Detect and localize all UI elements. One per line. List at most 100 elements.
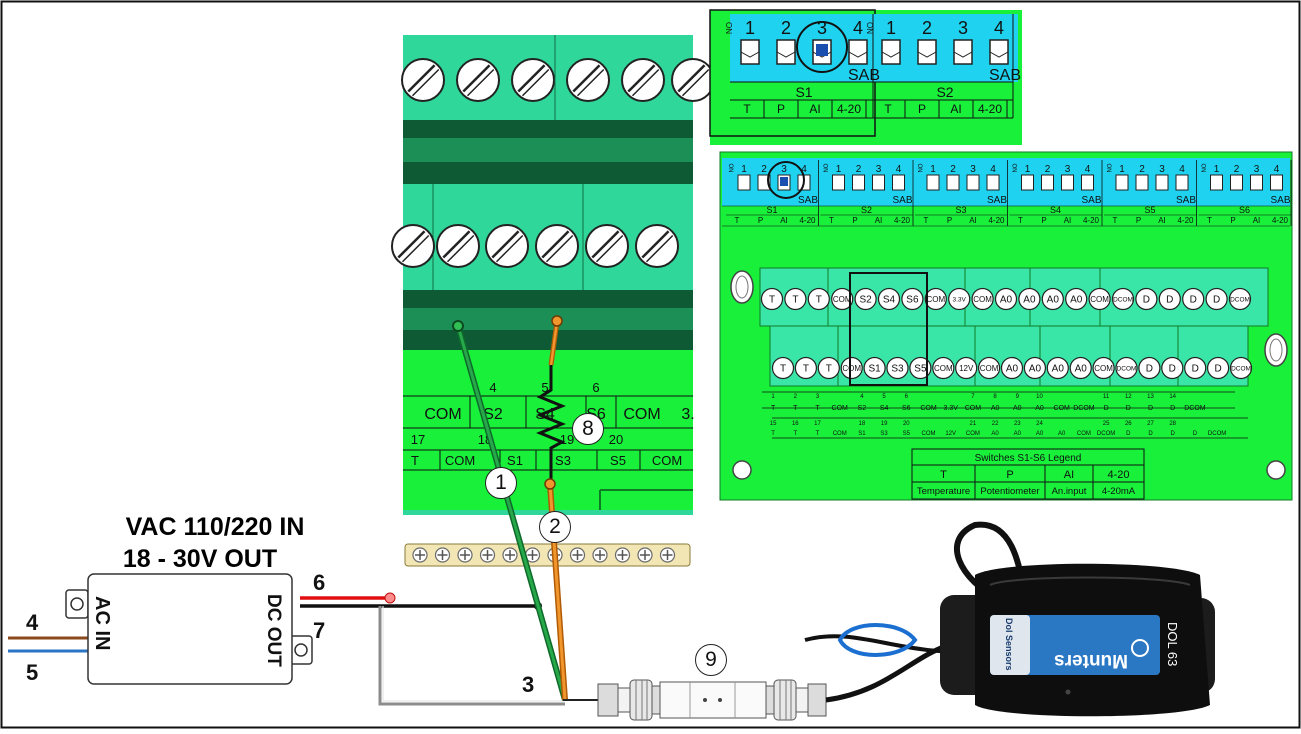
switch-mode-label: T — [829, 216, 834, 225]
table-cell: D — [1126, 431, 1131, 437]
table-cell: DCOM — [1097, 431, 1115, 437]
zoom-terminal-label: S1 — [507, 453, 523, 468]
switch-number: 1 — [1214, 164, 1220, 175]
terminal-label: A0 — [1023, 295, 1036, 306]
dip-switch — [926, 174, 940, 191]
terminal-point — [955, 356, 978, 380]
resistor — [536, 365, 566, 480]
dip-switch — [953, 39, 973, 65]
switch-mode-label: P — [947, 216, 952, 225]
terminal-label: S2 — [859, 295, 872, 306]
switch-sab-label: SAB — [1176, 195, 1196, 206]
switch-on-label: ON — [822, 164, 828, 173]
terminal-point — [1018, 287, 1041, 311]
zoom-terminal-number: 6 — [592, 380, 599, 395]
dip-switch — [848, 39, 868, 65]
terminal-screw — [535, 224, 579, 268]
switch-number: 3 — [1254, 164, 1260, 175]
terminal-label: T — [803, 364, 809, 375]
terminal-label: 12V — [959, 364, 974, 373]
legend-meaning: 4-20mA — [1102, 486, 1136, 497]
switch-block-name: S1 — [795, 84, 812, 100]
terminal-screw — [511, 58, 555, 102]
table-cell: COM — [966, 431, 980, 437]
legend-meaning: Potentiometer — [980, 486, 1039, 497]
table-cell: 3.3V — [943, 405, 958, 412]
switch-mode-label: T — [884, 102, 892, 116]
switch-mode-label: 4-20 — [1083, 216, 1100, 225]
terminal-point — [1184, 356, 1207, 380]
terminal-point — [994, 287, 1018, 311]
switch-number: 4 — [1085, 164, 1091, 175]
terminal-label: S3 — [891, 364, 904, 375]
psu-title-output: 18 - 30V OUT — [122, 545, 278, 573]
sensor-side-brand: Dol Sensors — [1004, 618, 1014, 671]
terminal-screw — [635, 224, 679, 268]
terminal-point — [1115, 356, 1138, 380]
switch-number: 2 — [922, 18, 932, 38]
terminal-point — [1069, 356, 1092, 380]
table-cell: 2 — [794, 394, 798, 400]
switch-block-name: S1 — [766, 205, 777, 215]
terminal-label: D — [1190, 295, 1197, 306]
switch-mode-label: 4-20 — [799, 216, 816, 225]
switch-number: 2 — [1045, 164, 1051, 175]
dip-switch — [986, 174, 1000, 191]
terminal-screw — [566, 58, 610, 102]
terminal-label: S6 — [906, 295, 919, 306]
switch-sab-label: SAB — [848, 67, 880, 84]
callout-1: 1 — [485, 467, 517, 499]
table-cell: 4 — [860, 394, 864, 400]
dip-switch — [892, 174, 905, 191]
table-cell: S6 — [902, 405, 911, 412]
table-cell: 26 — [1125, 421, 1132, 427]
switch-mode-label: T — [1018, 216, 1023, 225]
switch-mode-label: 4-20 — [978, 102, 1002, 116]
terminal-label: A0 — [1000, 295, 1013, 306]
switch-number: 1 — [886, 18, 896, 38]
switch-mode-label: AI — [950, 102, 961, 116]
switch-mode-label: 4-20 — [1272, 216, 1289, 225]
switch-number: 4 — [801, 164, 807, 175]
switch-sab-label: SAB — [987, 195, 1007, 206]
switch-number: 3 — [958, 18, 968, 38]
dip-switch — [1155, 174, 1169, 191]
table-cell: 3 — [816, 394, 820, 400]
table-cell: 27 — [1147, 421, 1154, 427]
terminal-point — [1088, 287, 1111, 311]
terminal-label: DCOM — [1117, 365, 1137, 372]
table-cell: 20 — [903, 421, 910, 427]
table-cell: T — [771, 405, 776, 412]
wire-number-4: 4 — [26, 610, 39, 635]
switch-on-label: ON — [724, 22, 733, 34]
switch-number: 4 — [853, 18, 863, 38]
terminal-label: COM — [833, 295, 852, 304]
terminal-label: D — [1213, 295, 1220, 306]
table-cell: 7 — [971, 394, 975, 400]
switch-block-name: S3 — [955, 205, 966, 215]
inset-switch-highlight — [796, 21, 848, 73]
terminal-label: D — [1192, 364, 1199, 375]
dip-switch — [1061, 174, 1074, 191]
switch-mode-label: P — [777, 102, 785, 116]
terminal-screw — [621, 58, 665, 102]
zoom-terminal-label: COM — [445, 453, 475, 468]
switch-number: 2 — [781, 18, 791, 38]
switch-number: 1 — [741, 164, 747, 175]
table-cell: T — [816, 431, 820, 437]
table-cell: A0 — [1036, 431, 1044, 437]
table-cell: COM — [1077, 431, 1091, 437]
switch-on-label: ON — [1011, 164, 1017, 173]
switch-on-label: ON — [1105, 164, 1111, 173]
table-cell: T — [815, 405, 820, 412]
table-cell: COM — [1054, 405, 1071, 412]
legend-meaning: An.input — [1052, 486, 1087, 497]
terminal-label: S5 — [914, 364, 927, 375]
dip-switch — [737, 174, 751, 191]
switch-block-name: S2 — [936, 84, 953, 100]
switch-mode-label: 4-20 — [894, 216, 911, 225]
terminal-point — [877, 287, 901, 311]
terminal-point — [784, 287, 807, 311]
